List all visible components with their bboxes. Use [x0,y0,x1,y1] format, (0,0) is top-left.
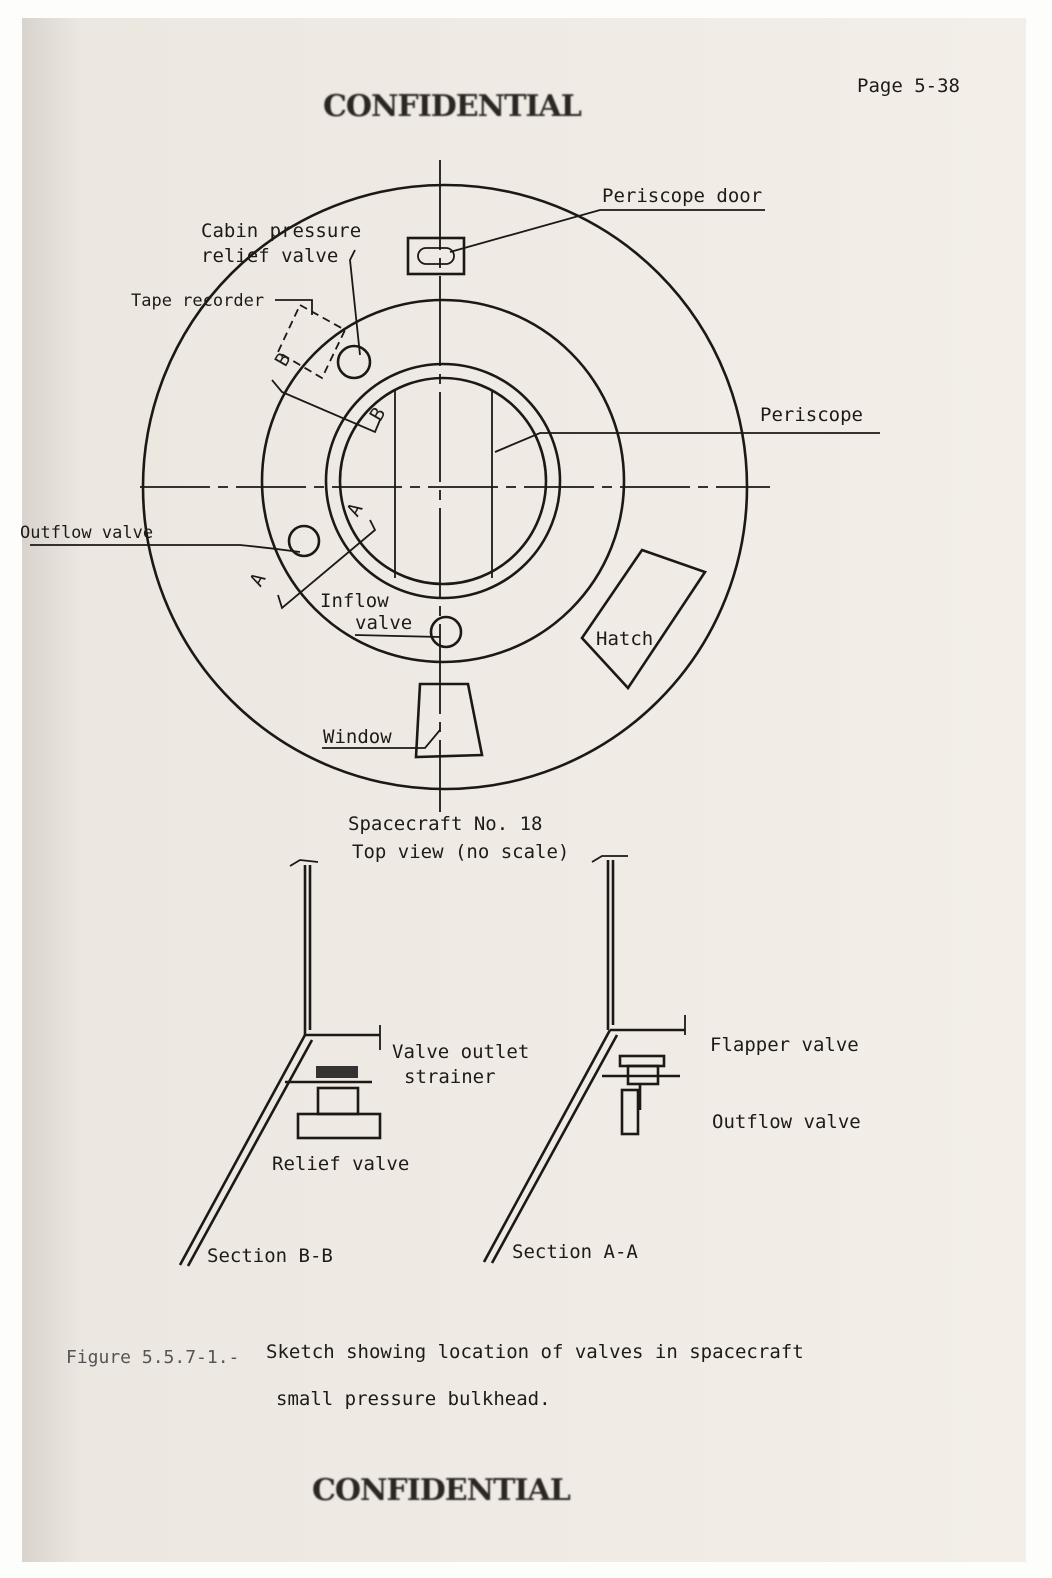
figure-caption-line2: small pressure bulkhead. [276,1388,551,1410]
outflow-valve [287,524,321,558]
label-section-bb: Section B-B [207,1245,333,1267]
label-periscope: Periscope [760,404,863,426]
inflow-valve [429,615,463,649]
label-tape-recorder: Tape recorder [131,291,264,311]
label-outflow-valve: Outflow valve [20,523,153,543]
label-flapper-valve: Flapper valve [710,1034,859,1056]
outflow-valve-section [620,1088,640,1136]
paper-background [22,18,1026,1562]
label-cabin-pressure: Cabin pressure [201,220,361,242]
section-aa-diagram: Flapper valve Outflow valve Section A-A [482,855,861,1264]
label-inflow-valve: valve [355,612,412,634]
figure-caption-line1: Sketch showing location of valves in spa… [266,1341,804,1363]
caption-spacecraft: Spacecraft No. 18 [348,813,542,835]
cabin-pressure-relief-valve [336,344,372,380]
caption-top-view: Top view (no scale) [352,841,569,863]
periscope-door [406,236,466,276]
tape-recorder [276,303,347,380]
figure-number: Figure 5.5.7-1.- [66,1347,239,1368]
label-section-aa: Section A-A [512,1241,638,1263]
hatch [580,548,708,691]
window [414,682,484,759]
confidential-stamp-bottom: CONFIDENTIAL [312,1473,571,1508]
label-inflow: Inflow [320,590,389,612]
label-relief-valve-bb: Relief valve [272,1153,409,1175]
inner-ring-outer [324,362,562,600]
middle-circle [260,298,626,664]
top-view-diagram: Periscope door Cabin pressure relief val… [20,160,880,863]
page-number: Page 5-38 [857,75,960,97]
confidential-stamp-top: CONFIDENTIAL [323,89,582,124]
valve-outlet-strainer [316,1066,358,1078]
label-strainer: strainer [404,1066,496,1088]
label-valve-outlet: Valve outlet [392,1041,529,1063]
label-relief-valve: relief valve [201,245,338,267]
relief-valve [296,1112,382,1140]
label-periscope-door: Periscope door [602,185,762,207]
section-bb-diagram: Valve outlet strainer Relief valve Secti… [178,859,529,1267]
inner-ring-inner [338,376,548,586]
label-outflow-valve-aa: Outflow valve [712,1111,861,1133]
label-window: Window [323,726,392,748]
label-hatch: Hatch [596,628,653,650]
